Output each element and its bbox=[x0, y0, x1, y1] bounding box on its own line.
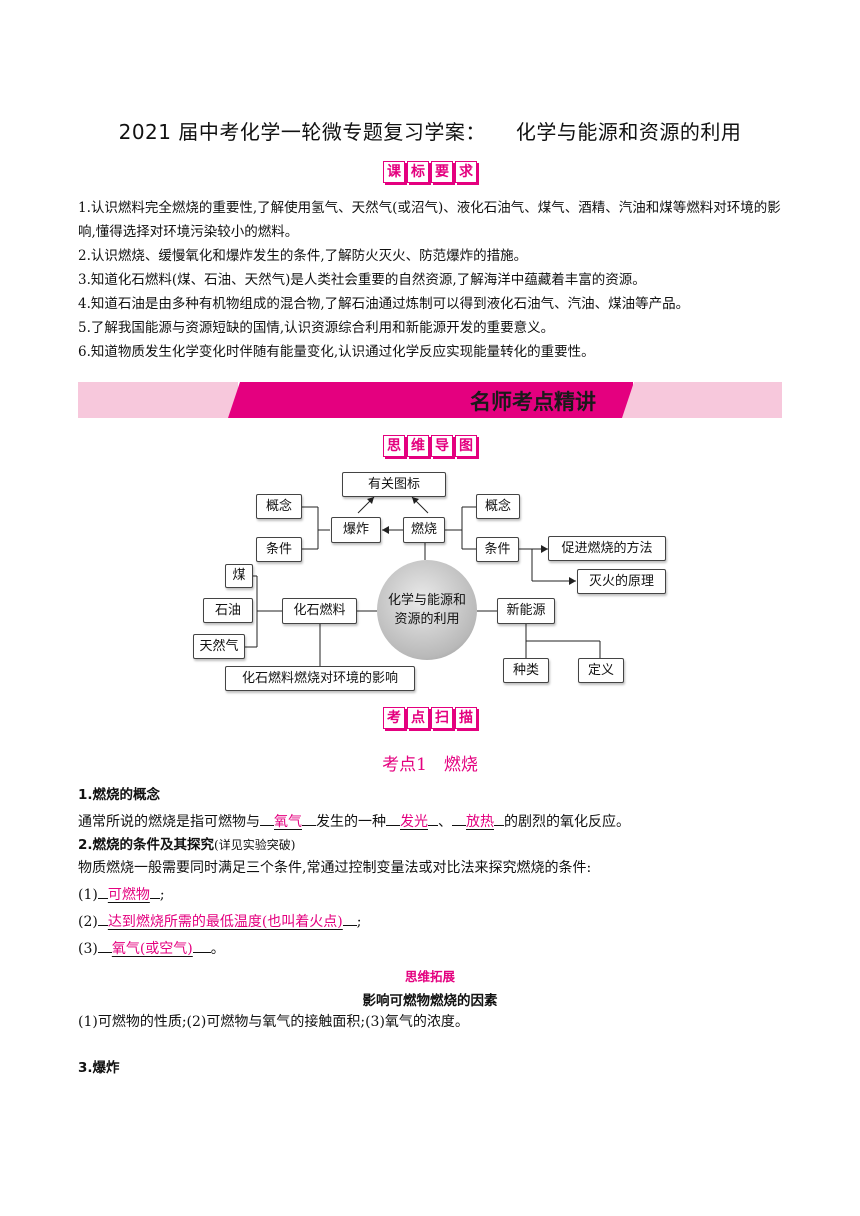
answer-oxygen: 氧气 bbox=[274, 814, 302, 830]
requirement-item: 6.知道物质发生化学变化时伴随有能量变化,认识通过化学反应实现能量转化的重要性。 bbox=[78, 344, 595, 360]
heading-char: 扫 bbox=[431, 707, 453, 729]
node-coal: 煤 bbox=[225, 564, 253, 588]
node-kinds: 种类 bbox=[503, 658, 549, 683]
arrowhead bbox=[382, 526, 389, 534]
topic-body: 1.燃烧的概念 通常所说的燃烧是指可燃物与氧气发生的一种发光、放热的剧烈的氧化反… bbox=[78, 784, 798, 961]
answer-combustible: 可燃物 bbox=[107, 887, 150, 903]
heading-char: 思 bbox=[383, 435, 405, 457]
heading-char: 课 bbox=[383, 161, 405, 183]
banner-left-band bbox=[78, 382, 238, 418]
answer-heat: 放热 bbox=[466, 814, 494, 830]
node-explosion-condition: 条件 bbox=[256, 537, 302, 562]
heading-char: 标 bbox=[407, 161, 429, 183]
section-heading-scan: 考 点 扫 描 bbox=[383, 707, 479, 729]
subheading-concept: 1.燃烧的概念 bbox=[78, 787, 161, 803]
requirement-item: 5.了解我国能源与资源短缺的国情,认识资源综合利用和新能源开发的重要意义。 bbox=[78, 320, 555, 336]
node-explosion: 爆炸 bbox=[331, 517, 381, 543]
arrowhead bbox=[367, 497, 374, 504]
answer-ignition-point: 达到燃烧所需的最低温度(也叫着火点) bbox=[107, 914, 343, 930]
arrowhead bbox=[541, 545, 548, 553]
center-topic-line1: 化学与能源和 bbox=[387, 593, 466, 608]
requirement-item: 3.知道化石燃料(煤、石油、天然气)是人类社会重要的自然资源,了解海洋中蕴藏着丰… bbox=[78, 272, 646, 288]
heading-char: 导 bbox=[431, 435, 453, 457]
extension-title: 影响可燃物燃烧的因素 bbox=[362, 993, 498, 1009]
condition-1: (1)可燃物; bbox=[78, 880, 798, 907]
node-center-topic: 化学与能源和 资源的利用 bbox=[377, 560, 477, 660]
node-combustion-condition: 条件 bbox=[476, 537, 519, 562]
node-definition: 定义 bbox=[578, 658, 624, 683]
node-promote-combustion: 促进燃烧的方法 bbox=[548, 536, 666, 561]
heading-char: 描 bbox=[455, 707, 477, 729]
heading-char: 点 bbox=[407, 707, 429, 729]
arrowhead bbox=[569, 577, 576, 585]
extension-text: (1)可燃物的性质;(2)可燃物与氧气的接触面积;(3)氧气的浓度。 bbox=[78, 1014, 469, 1030]
node-combustion-concept: 概念 bbox=[476, 494, 520, 519]
requirement-item: 1.认识燃料完全燃烧的重要性,了解使用氢气、天然气(或沼气)、液化石油气、煤气、… bbox=[78, 200, 781, 240]
requirements-list: 1.认识燃料完全燃烧的重要性,了解使用氢气、天然气(或沼气)、液化石油气、煤气、… bbox=[78, 196, 788, 364]
node-new-energy: 新能源 bbox=[497, 598, 555, 624]
section-heading-mindmap: 思 维 导 图 bbox=[383, 435, 479, 457]
subheading-conditions: 2.燃烧的条件及其探究(详见实验突破) bbox=[78, 837, 296, 853]
banner-right-band bbox=[622, 382, 782, 418]
heading-char: 图 bbox=[455, 435, 477, 457]
title-right: 化学与能源和资源的利用 bbox=[515, 120, 742, 144]
requirement-item: 4.知道石油是由多种有机物组成的混合物,了解石油通过炼制可以得到液化石油气、汽油… bbox=[78, 296, 690, 312]
answer-oxygen-or-air: 氧气(或空气) bbox=[111, 941, 193, 957]
heading-char: 求 bbox=[455, 161, 477, 183]
section-heading-curriculum: 课 标 要 求 bbox=[383, 161, 479, 183]
node-explosion-concept: 概念 bbox=[256, 494, 302, 519]
extension-label: 思维拓展 bbox=[404, 969, 455, 984]
node-petroleum: 石油 bbox=[203, 598, 253, 623]
experiment-note: (详见实验突破) bbox=[214, 838, 296, 852]
node-environmental-impact: 化石燃料燃烧对环境的影响 bbox=[225, 666, 415, 691]
arrowhead bbox=[412, 497, 419, 504]
paragraph-definition: 通常所说的燃烧是指可燃物与氧气发生的一种发光、放热的剧烈的氧化反应。 bbox=[78, 807, 798, 834]
banner-title: 名师考点精讲 bbox=[470, 390, 596, 414]
heading-char: 要 bbox=[431, 161, 453, 183]
center-topic-line2: 资源的利用 bbox=[394, 612, 460, 627]
subheading-explosion: 3.爆炸 bbox=[78, 1060, 120, 1076]
topic-title: 考点1 燃烧 bbox=[382, 755, 478, 775]
document-title: 2021 届中考化学一轮微专题复习学案： 化学与能源和资源的利用 bbox=[0, 116, 860, 145]
condition-3: (3)氧气(或空气)。 bbox=[78, 934, 798, 961]
node-related-icons: 有关图标 bbox=[342, 472, 446, 497]
banner-middle-band bbox=[228, 382, 633, 418]
node-natural-gas: 天然气 bbox=[193, 634, 245, 659]
heading-char: 维 bbox=[407, 435, 429, 457]
node-combustion: 燃烧 bbox=[403, 517, 445, 543]
node-extinguish-principle: 灭火的原理 bbox=[577, 569, 666, 594]
requirement-item: 2.认识燃烧、缓慢氧化和爆炸发生的条件,了解防火灭火、防范爆炸的措施。 bbox=[78, 248, 528, 264]
heading-char: 考 bbox=[383, 707, 405, 729]
paragraph-conditions: 物质燃烧一般需要同时满足三个条件,常通过控制变量法或对比法来探究燃烧的条件: bbox=[78, 860, 592, 876]
title-left: 2021 届中考化学一轮微专题复习学案： bbox=[118, 120, 486, 144]
answer-light: 发光 bbox=[400, 814, 428, 830]
condition-2: (2)达到燃烧所需的最低温度(也叫着火点); bbox=[78, 907, 798, 934]
node-fossil-fuels: 化石燃料 bbox=[282, 598, 357, 624]
